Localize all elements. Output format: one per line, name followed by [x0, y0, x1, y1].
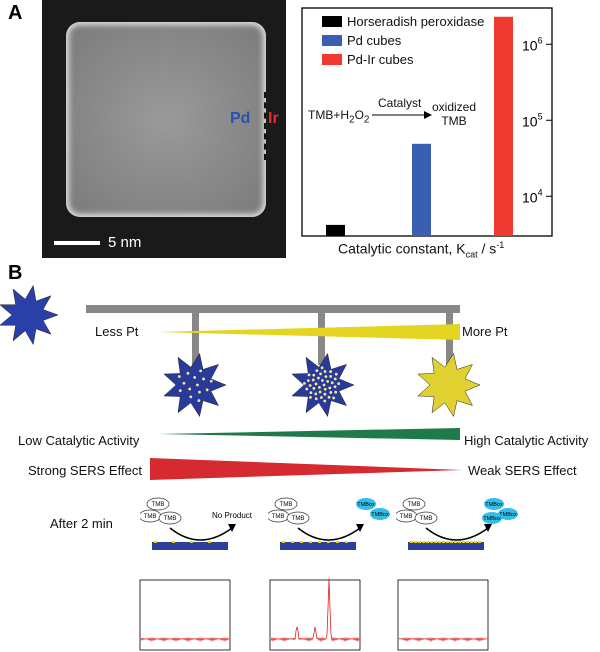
ir-label: Ir: [268, 110, 279, 127]
substrate: [408, 542, 484, 550]
svg-text:TMB: TMB: [292, 516, 305, 522]
catalyst-label: Catalyst: [378, 96, 422, 110]
tmb-molecule: [414, 511, 438, 525]
svg-text:TMBox: TMBox: [371, 512, 389, 518]
reaction-arrow: [372, 111, 432, 119]
line-scan: [264, 92, 266, 160]
pd-pt-mid-nanostar-icon: [291, 352, 355, 418]
bar-0: [326, 224, 345, 236]
svg-text:TMB: TMB: [280, 502, 293, 508]
less-pt-label: Less Pt: [95, 324, 139, 339]
y-tick-label: 106: [522, 35, 543, 53]
weak-sers-label: Weak SERS Effect: [468, 463, 577, 478]
pt-wedge: [158, 324, 460, 340]
tmb-molecule: [158, 511, 182, 525]
sers-wedge: [150, 458, 462, 480]
tmbox-molecule: [356, 498, 376, 510]
tmbox-molecule: [498, 508, 518, 520]
legend-swatch: [322, 54, 342, 65]
sers-spectrum: [139, 579, 231, 651]
low-activity-label: Low Catalytic Activity: [18, 433, 140, 448]
pd-pt-high-nanostar-icon: [417, 352, 481, 418]
substrate: [280, 542, 356, 550]
tmb-molecule: [286, 511, 310, 525]
pt-gradient-diagram: [0, 284, 481, 440]
legend-swatch: [322, 35, 342, 46]
after-2-min-label: After 2 min: [50, 516, 113, 531]
tmb-molecule: [146, 497, 170, 511]
legend-item-hrp: Horseradish peroxidase: [322, 12, 484, 31]
svg-text:TMB: TMB: [420, 516, 433, 522]
svg-text:TMB: TMB: [152, 502, 165, 508]
pd-label: Pd: [230, 110, 251, 127]
bar-2: [494, 16, 513, 237]
svg-text:TMBox: TMBox: [483, 516, 501, 522]
pd-pt-low-nanostar-icon: [163, 352, 227, 418]
svg-text:TMBox: TMBox: [357, 502, 375, 508]
tmbox-molecule: [484, 498, 504, 510]
tmbox-molecule: [482, 512, 502, 524]
reaction-arrow: [297, 527, 361, 541]
legend: Horseradish peroxidase Pd cubes Pd-Ir cu…: [322, 12, 484, 69]
reaction-equation: TMB+H2O2: [308, 108, 370, 126]
pd-ir-cube: [66, 22, 266, 217]
y-tick-label: 105: [522, 111, 543, 129]
scale-bar: [54, 241, 100, 245]
high-activity-label: High Catalytic Activity: [464, 433, 589, 448]
legend-label: Horseradish peroxidase: [347, 14, 485, 29]
no-product-label: No Product: [212, 511, 253, 520]
scale-bar-label: 5 nm: [108, 234, 142, 251]
svg-text:TMBox: TMBox: [499, 512, 517, 518]
sers-spectrum: [269, 578, 361, 651]
kcat-chart: 104 105 106: [301, 7, 553, 237]
bar-1: [412, 143, 431, 236]
svg-text:TMB: TMB: [144, 514, 157, 520]
legend-swatch: [322, 16, 342, 27]
tmbox-molecule: [370, 508, 390, 520]
legend-label: Pd-Ir cubes: [347, 52, 414, 67]
pd-nanostar-icon: [0, 284, 59, 346]
tmb-reaction-scheme: TMB TMB TMB No Product: [140, 497, 253, 550]
svg-text:TMBox: TMBox: [485, 502, 503, 508]
svg-text:TMB: TMB: [164, 516, 177, 522]
panel-b-label: B: [8, 262, 23, 284]
x-axis-label: Catalytic constant, Kcat / s-1: [338, 240, 505, 260]
strong-sers-label: Strong SERS Effect: [28, 463, 142, 478]
sers-spectra: [139, 578, 489, 651]
substrate: [152, 542, 228, 550]
legend-item-pdir: Pd-Ir cubes: [322, 50, 484, 69]
more-pt-label: More Pt: [462, 324, 508, 339]
legend-label: Pd cubes: [347, 33, 402, 48]
tem-image: Pd Ir 5 nm: [42, 0, 286, 258]
tmb-molecule: [274, 497, 298, 511]
reaction-arrow: [169, 527, 233, 541]
sers-spectrum: [397, 579, 489, 651]
activity-wedge: [158, 428, 460, 440]
svg-text:TMB: TMB: [400, 514, 413, 520]
legend-item-pd: Pd cubes: [322, 31, 484, 50]
tmb-molecule: [402, 497, 426, 511]
reaction-arrow: [425, 527, 489, 541]
svg-text:TMB: TMB: [408, 502, 421, 508]
y-tick-label: 104: [522, 187, 543, 205]
panel-a-label: A: [8, 2, 23, 24]
svg-text:TMB: TMB: [272, 514, 285, 520]
